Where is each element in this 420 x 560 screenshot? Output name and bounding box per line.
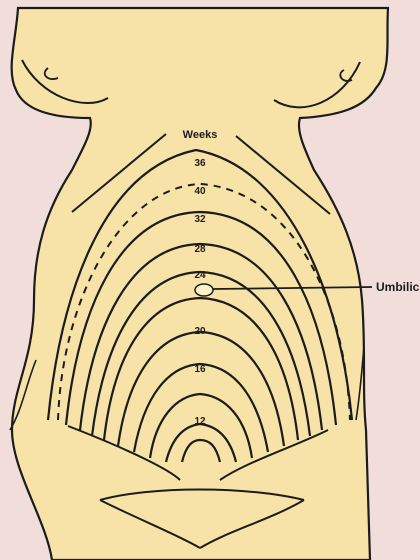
week-label-28: 28 <box>194 244 206 255</box>
week-label-12: 12 <box>194 416 206 427</box>
weeks-header-label: Weeks <box>183 129 218 141</box>
umbilicus-marker <box>195 284 213 296</box>
week-label-32: 32 <box>194 214 206 225</box>
week-label-20: 20 <box>194 326 206 337</box>
week-label-40: 40 <box>194 186 206 197</box>
week-label-24: 24 <box>194 270 206 281</box>
week-label-16: 16 <box>194 364 206 375</box>
umbilicus-label: Umbilicus <box>376 280 420 294</box>
week-label-36: 36 <box>194 158 206 169</box>
